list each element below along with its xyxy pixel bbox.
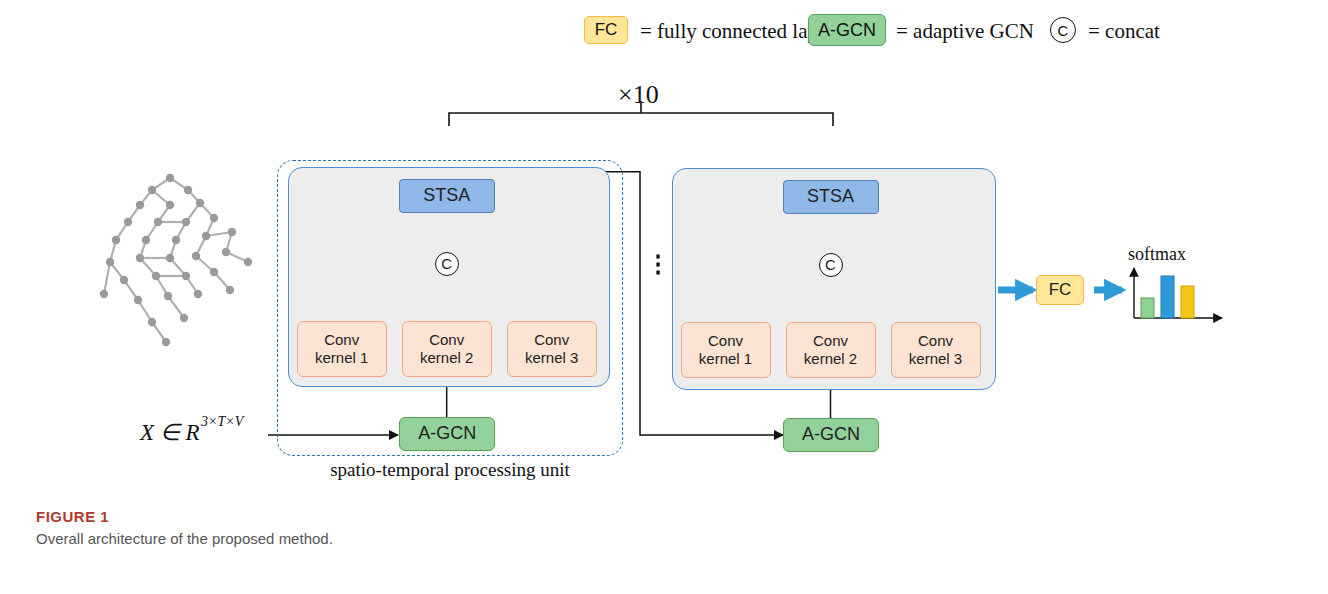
joint xyxy=(210,268,218,276)
joint xyxy=(166,174,174,182)
joint xyxy=(192,252,200,260)
legend-text: = adaptive GCN xyxy=(896,19,1034,44)
skeleton-graph xyxy=(100,174,252,346)
box-label: FC xyxy=(1049,280,1072,300)
joint xyxy=(172,236,180,244)
joint xyxy=(210,214,218,222)
legend-sample-text: FC xyxy=(595,20,618,40)
joint xyxy=(226,286,234,294)
joint xyxy=(164,292,172,300)
bar-chart xyxy=(1134,268,1222,318)
box-label: A-GCN xyxy=(802,424,860,446)
concat-circle: C xyxy=(435,252,459,276)
box-label: Conv kernel 2 xyxy=(791,332,871,368)
figure-number: FIGURE 1 xyxy=(36,508,109,525)
joint xyxy=(182,272,190,280)
joint xyxy=(194,290,202,298)
joint xyxy=(166,201,174,209)
box-label: STSA xyxy=(807,186,854,208)
joint xyxy=(244,258,252,266)
unit-panel: STSA C Conv kernel 1 Conv kernel 2 Conv kern… xyxy=(288,167,610,387)
legend-text: = fully connected layer xyxy=(640,19,834,44)
legend-swatch: A-GCN xyxy=(808,14,886,46)
legend-sample-text: A-GCN xyxy=(818,20,876,41)
processing-unit: spatio-temporal processing unitSTSACConv… xyxy=(277,160,623,456)
conv-box: Conv kernel 1 xyxy=(297,321,387,377)
fc-box: FC xyxy=(1036,275,1084,305)
gcn-box: A-GCN xyxy=(783,418,879,452)
caption: Overall architecture of the proposed met… xyxy=(36,530,333,547)
joint xyxy=(184,186,192,194)
repeat-count: ×10 xyxy=(618,80,659,110)
joint xyxy=(162,338,170,346)
gcn-box: A-GCN xyxy=(399,417,495,451)
legend-swatch: C xyxy=(1050,17,1076,43)
joint xyxy=(180,314,188,322)
joint xyxy=(100,290,108,298)
box-label: Conv kernel 3 xyxy=(512,331,592,367)
bone xyxy=(140,257,170,259)
joint xyxy=(202,232,210,240)
input-shape: 3×T×V xyxy=(201,414,243,430)
joint xyxy=(196,199,204,207)
box-label: Conv kernel 3 xyxy=(896,332,976,368)
box-label: STSA xyxy=(423,185,470,207)
joint xyxy=(106,258,114,266)
bone xyxy=(156,275,186,277)
joint xyxy=(166,254,174,262)
conv-box: Conv kernel 2 xyxy=(402,321,492,377)
box-label: C xyxy=(825,256,836,274)
concat-circle: C xyxy=(819,253,843,277)
attention-box: STSA xyxy=(783,180,879,214)
unit-panel: STSA C Conv kernel 1 Conv kernel 2 Conv kern… xyxy=(672,168,996,390)
joint xyxy=(152,272,160,280)
box-label: Conv kernel 2 xyxy=(407,331,487,367)
joint xyxy=(154,218,162,226)
input-arrow xyxy=(268,434,398,436)
conv-box: Conv kernel 2 xyxy=(786,322,876,378)
box-label: A-GCN xyxy=(418,423,476,445)
bone xyxy=(104,262,110,294)
softmax-label: softmax xyxy=(1128,244,1186,265)
legend-sample-text: C xyxy=(1058,22,1069,39)
ellipsis: ⋮ xyxy=(646,252,670,276)
joint xyxy=(182,218,190,226)
joint xyxy=(148,318,156,326)
box-label: Conv kernel 1 xyxy=(302,331,382,367)
legend-text: = concat xyxy=(1088,19,1160,44)
legend-swatch: FC xyxy=(584,16,628,44)
joint xyxy=(136,201,144,209)
joint xyxy=(112,236,120,244)
unit-heading: spatio-temporal processing unit xyxy=(330,459,570,482)
joint xyxy=(124,218,132,226)
input-symbol: X ∈ R xyxy=(140,419,200,446)
conv-box: Conv kernel 1 xyxy=(681,322,771,378)
conv-box: Conv kernel 3 xyxy=(891,322,981,378)
joint xyxy=(136,254,144,262)
joint xyxy=(228,228,236,236)
joint xyxy=(142,236,150,244)
output-arrow xyxy=(998,287,1033,294)
box-label: Conv kernel 1 xyxy=(686,332,766,368)
joint xyxy=(148,186,156,194)
joint xyxy=(222,248,230,256)
box-label: C xyxy=(441,255,452,273)
joint xyxy=(120,276,128,284)
attention-box: STSA xyxy=(399,179,495,213)
joint xyxy=(134,296,142,304)
output-arrow xyxy=(1094,287,1122,294)
conv-box: Conv kernel 3 xyxy=(507,321,597,377)
